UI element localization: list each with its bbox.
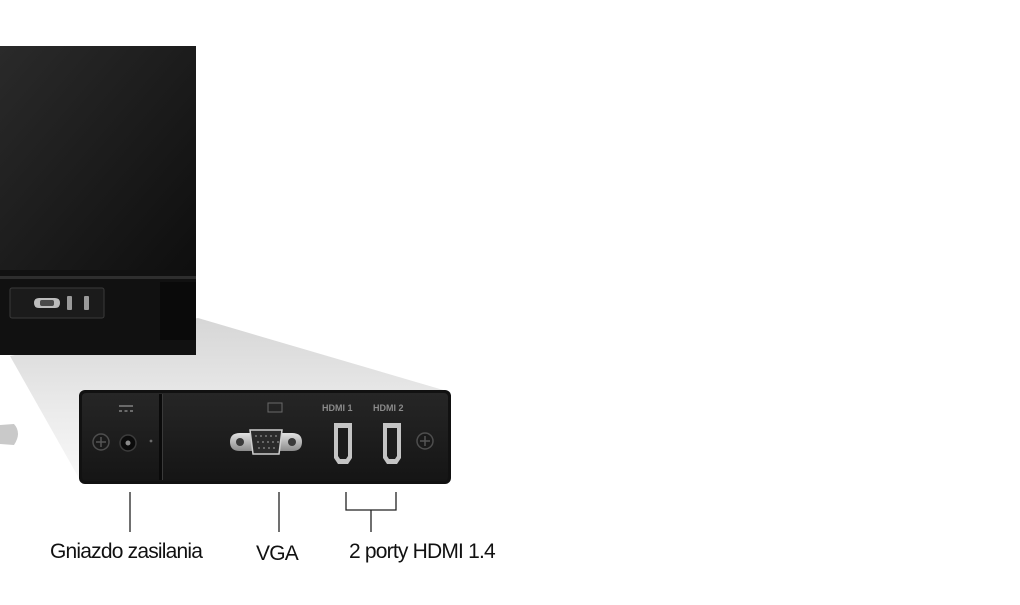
vga-port-icon <box>230 429 302 455</box>
port-panel: HDMI 1 HDMI 2 <box>79 390 451 484</box>
hdmi-port-icon <box>383 423 401 464</box>
hdmi-ports-label: 2 porty HDMI 1.4 <box>349 540 496 563</box>
display-icon <box>267 402 283 413</box>
hdmi2-port-label: HDMI 2 <box>373 403 404 413</box>
hdmi-port-icon <box>334 423 352 464</box>
vga-label: VGA <box>256 542 299 565</box>
mini-hdmi-port-icon <box>67 296 72 310</box>
hdmi1-port-label: HDMI 1 <box>322 403 353 413</box>
mini-vga-port-icon <box>34 298 60 308</box>
power-dc-icon <box>119 405 133 412</box>
power-jack <box>119 434 137 452</box>
screw-icon <box>416 432 434 450</box>
screw-icon <box>92 433 110 451</box>
mini-hdmi-port-icon <box>84 296 89 310</box>
cable-tip <box>0 424 18 445</box>
hdmi-bracket <box>345 492 397 532</box>
power-socket-label: Gniazdo zasilania <box>50 540 203 563</box>
monitor-back <box>0 46 196 355</box>
